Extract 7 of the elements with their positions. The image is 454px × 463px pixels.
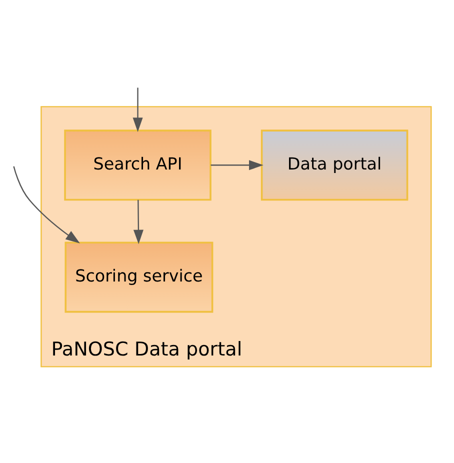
node-box: Search API [64, 130, 212, 201]
arrow [133, 200, 144, 244]
arrow [13, 166, 80, 244]
arrow [132, 88, 143, 132]
node-box: Data portal [260, 130, 408, 201]
node-box: Scoring service [64, 242, 214, 313]
arrow [210, 160, 264, 170]
